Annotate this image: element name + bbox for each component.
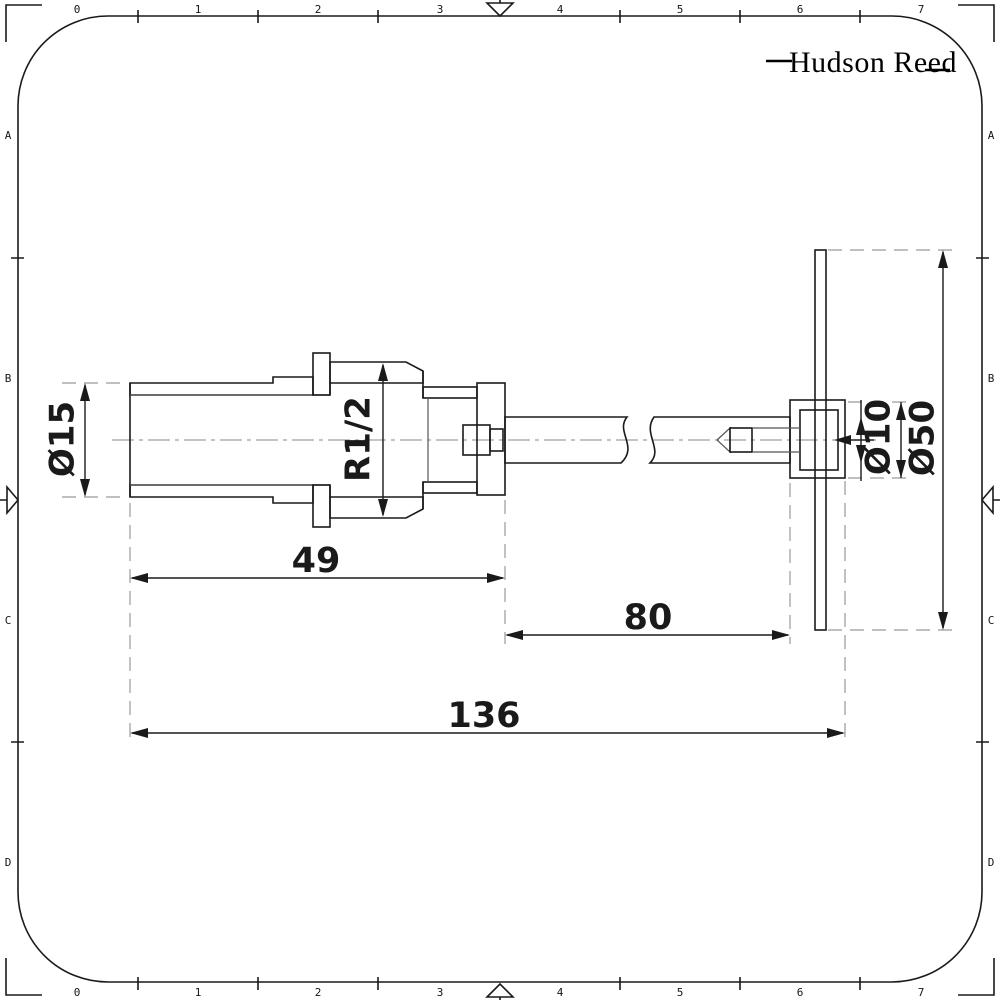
right-row-labels: A B C D (988, 129, 995, 869)
row-letter: C (5, 614, 12, 627)
flange-ring-bottom (312, 484, 331, 528)
set-screw-tip (489, 428, 504, 452)
frame-border (17, 15, 983, 983)
wall-plate (814, 249, 827, 631)
top-ruler: 0 1 2 3 4 5 6 7 (74, 3, 925, 16)
dim-thread-size-label: R1/2 (339, 396, 379, 482)
ruler-number: 0 (74, 986, 81, 999)
row-letter: B (988, 372, 995, 385)
ruler-number: 7 (918, 3, 925, 16)
row-letter: A (988, 129, 995, 142)
top-ruler-ticks (137, 10, 861, 23)
flange-ring-top (312, 352, 331, 396)
center-mark-left (0, 484, 20, 516)
dim-thread-size: R1/2 (339, 363, 388, 517)
ruler-number: 2 (315, 3, 322, 16)
row-letter: A (5, 129, 12, 142)
row-letter: C (988, 614, 995, 627)
dim-plate-diameter-label: Ø50 (903, 400, 943, 476)
corner-bracket-top-left (5, 4, 42, 42)
ruler-number: 5 (677, 3, 684, 16)
collar-block (789, 399, 846, 479)
thread-section-bottom-wall (329, 496, 424, 519)
body-end-block (476, 382, 506, 496)
dimensions: Ø15 R1/2 49 80 136 (43, 250, 948, 738)
left-row-labels: A B C D (5, 129, 12, 869)
center-mark-right (980, 484, 1000, 516)
ruler-number: 1 (195, 3, 202, 16)
dim-plate-diameter: Ø50 (903, 250, 948, 630)
dim-rod-length: 80 (505, 598, 790, 640)
ruler-number: 4 (557, 986, 564, 999)
ruler-number: 6 (797, 3, 804, 16)
bottom-ruler-ticks (137, 977, 861, 990)
ruler-number: 0 (74, 3, 81, 16)
dim-rod-diameter: Ø10 (834, 399, 899, 481)
ruler-number: 6 (797, 986, 804, 999)
hex-body-top-wall (422, 386, 478, 399)
pipe-tail-bottom-wall (129, 484, 314, 504)
corner-bracket-bottom-left (5, 958, 42, 996)
dim-fitting-length: 49 (130, 541, 505, 583)
center-mark-top (485, 0, 515, 18)
row-letter: D (988, 856, 995, 869)
bottom-ruler: 0 1 2 3 4 5 6 7 (74, 986, 925, 999)
auxiliary-lines (62, 249, 952, 742)
logo-text: Hudson Reed (789, 46, 957, 79)
dim-rod-diameter-label: Ø10 (859, 399, 899, 475)
corner-bracket-bottom-right (958, 958, 995, 996)
dim-collar (896, 402, 906, 478)
ruler-number: 1 (195, 986, 202, 999)
row-letter: B (5, 372, 12, 385)
dim-pipe-diameter-label: Ø15 (43, 401, 83, 477)
ruler-number: 2 (315, 986, 322, 999)
grub-screw-body (729, 427, 753, 453)
dim-overall-length-label: 136 (447, 696, 520, 736)
ruler-number: 3 (437, 986, 444, 999)
valve-section-view (129, 249, 846, 631)
dim-overall-length: 136 (130, 696, 845, 738)
rod-segment-right (648, 416, 791, 464)
dim-rod-length-label: 80 (624, 598, 673, 638)
dim-pipe-diameter: Ø15 (43, 383, 90, 497)
row-letter: D (5, 856, 12, 869)
center-mark-bottom (485, 982, 515, 1000)
rod-segment-left (504, 416, 629, 464)
ruler-number: 3 (437, 3, 444, 16)
hex-body-bottom-wall (422, 481, 478, 494)
ruler-number: 7 (918, 986, 925, 999)
pipe-tail-top-wall (129, 376, 314, 396)
right-border-ticks (976, 257, 989, 743)
thread-section-top-wall (329, 361, 424, 384)
ruler-number: 4 (557, 3, 564, 16)
brand-logo: Hudson Reed (766, 46, 957, 79)
corner-bracket-top-right (958, 4, 995, 42)
left-border-ticks (11, 257, 24, 743)
ruler-number: 5 (677, 986, 684, 999)
dim-fitting-length-label: 49 (292, 541, 341, 581)
